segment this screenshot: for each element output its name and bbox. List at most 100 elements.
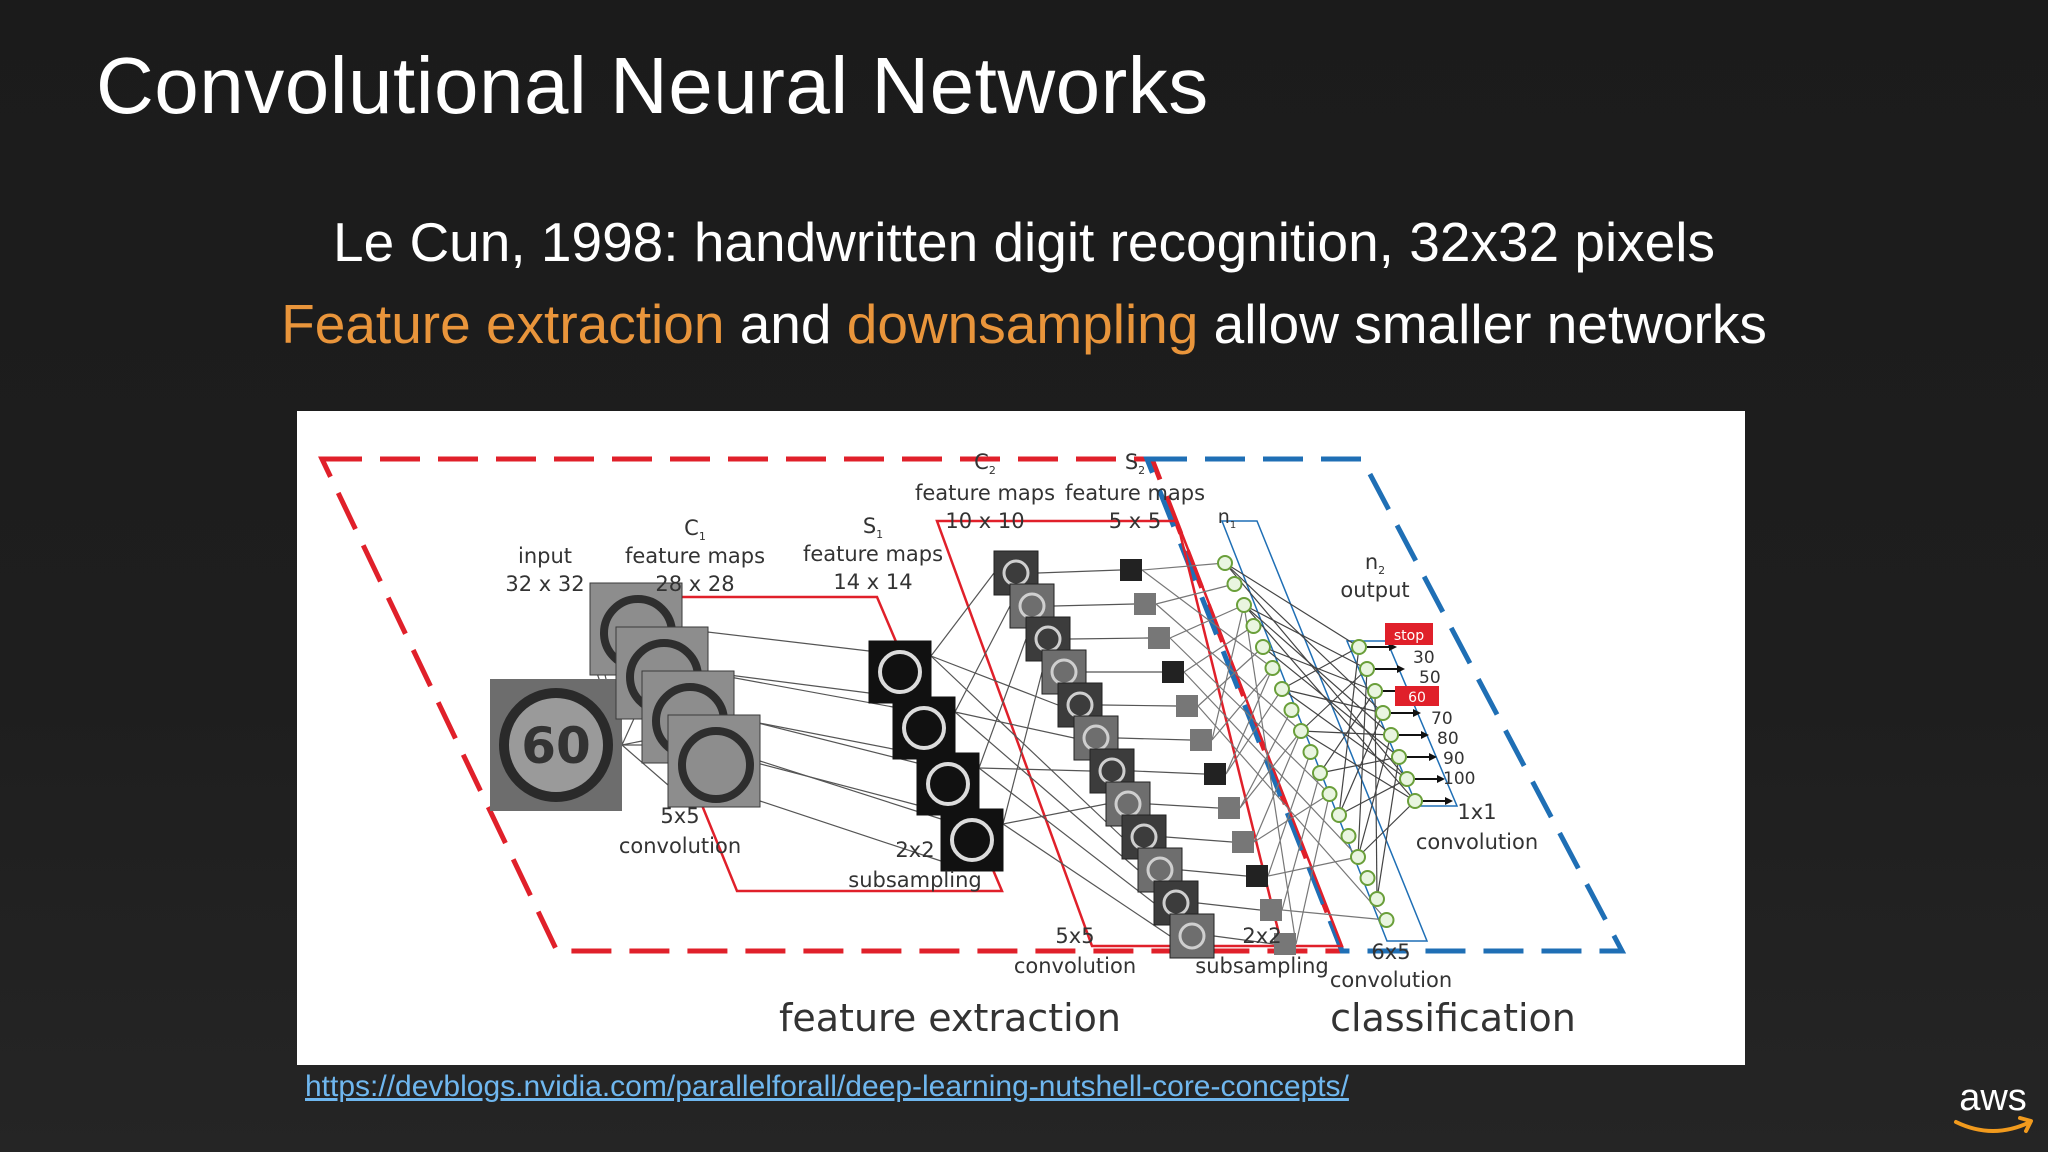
connection-line xyxy=(978,767,1155,904)
connection-line xyxy=(1197,705,1387,921)
aws-smile-icon xyxy=(1954,1120,2032,1133)
c2-feature-maps xyxy=(993,550,1215,959)
s2-map xyxy=(1162,661,1184,683)
n2-neuron xyxy=(1375,705,1391,721)
n2-neuron xyxy=(1359,661,1375,677)
n1-neuron xyxy=(1369,891,1385,907)
s1-map-ring xyxy=(878,650,922,694)
connection-line xyxy=(1133,770,1205,775)
output-arrowhead xyxy=(1397,665,1405,673)
connection-line xyxy=(1211,667,1273,741)
op1-name: convolution xyxy=(619,834,741,858)
connection-line xyxy=(1224,562,1384,714)
source-link[interactable]: https://devblogs.nvidia.com/parallelfora… xyxy=(305,1070,1349,1103)
op6-name: convolution xyxy=(1416,830,1538,854)
feature-extraction-highlight: Feature extraction xyxy=(281,293,725,355)
connection-line xyxy=(681,628,870,652)
s1-map-ring xyxy=(902,706,946,750)
connection-line xyxy=(1069,637,1149,640)
connection-line xyxy=(1101,704,1177,707)
connection-line xyxy=(1300,668,1368,732)
output-arrowhead xyxy=(1413,709,1421,717)
subtitle-line-2: Feature extraction and downsampling allo… xyxy=(0,292,2048,356)
n1-neuron xyxy=(1274,681,1290,697)
n1-neuron xyxy=(1378,912,1395,928)
connection-line xyxy=(1037,569,1121,574)
connection-line xyxy=(1243,604,1368,670)
output-arrowhead xyxy=(1437,775,1445,783)
output-60-highlight xyxy=(1395,686,1439,706)
n1-neuron xyxy=(1359,870,1376,886)
n1-neuron xyxy=(1283,702,1300,718)
n1-neuron xyxy=(1236,597,1252,613)
s2-map xyxy=(1148,627,1170,649)
connection-line xyxy=(1281,909,1387,921)
n1-neuron xyxy=(1321,786,1338,802)
connection-line xyxy=(1357,800,1416,858)
output-stop-highlight xyxy=(1385,623,1433,645)
n1-neuron xyxy=(1312,765,1328,781)
s2-title: feature maps xyxy=(1065,481,1205,505)
connection-line xyxy=(1300,730,1416,802)
op5-size: 6x5 xyxy=(1371,940,1410,964)
connection-line xyxy=(1319,756,1400,774)
connection-line xyxy=(759,800,942,862)
connection-line xyxy=(1253,793,1330,843)
connection-line xyxy=(1117,737,1191,741)
connection-line xyxy=(1357,668,1368,858)
s2-map xyxy=(1232,831,1254,853)
s2-map xyxy=(1260,899,1282,921)
connection-line xyxy=(1281,688,1408,780)
s1-feature-maps xyxy=(868,640,1004,872)
s2-map xyxy=(1246,865,1268,887)
op5-name: convolution xyxy=(1330,968,1452,992)
connection-line xyxy=(733,756,918,806)
connection-line xyxy=(1225,667,1274,775)
output-60-label: 60 xyxy=(1408,690,1426,706)
output-label-80: 80 xyxy=(1437,729,1459,749)
c2-size: 10 x 10 xyxy=(945,509,1024,533)
op2-name: subsampling xyxy=(848,868,982,892)
connection-line xyxy=(1243,604,1416,802)
c1-size: 28 x 28 xyxy=(655,572,734,596)
downsampling-highlight: downsampling xyxy=(846,293,1199,355)
n1-neuron xyxy=(1264,660,1281,676)
subtitle-connector: and xyxy=(724,293,847,355)
connection-line xyxy=(1141,562,1226,571)
connection-line xyxy=(978,638,1027,769)
c2-symbol: C2 xyxy=(974,450,996,477)
c1-symbol: C1 xyxy=(684,516,706,543)
c2-s2-box xyxy=(935,519,1344,948)
input-image: 60 xyxy=(490,679,622,811)
connection-line xyxy=(1253,730,1302,843)
c2-map-ring xyxy=(1178,922,1206,950)
op3-name: convolution xyxy=(1014,954,1136,978)
connection-line xyxy=(621,744,669,786)
connection-line xyxy=(1213,935,1275,945)
op3-size: 5x5 xyxy=(1055,924,1094,948)
connection-line xyxy=(1211,604,1245,741)
connection-line xyxy=(1197,902,1261,911)
s2-map xyxy=(1274,933,1296,955)
connection-line xyxy=(1165,836,1233,843)
connection-line xyxy=(1281,772,1321,911)
connection-line xyxy=(930,655,1059,706)
output-stop-label: stop xyxy=(1394,628,1424,644)
connection-line xyxy=(1357,734,1392,858)
output-arrowhead xyxy=(1429,753,1437,761)
n1-neuron xyxy=(1293,723,1309,739)
connection-line xyxy=(1239,709,1293,809)
output-arrowhead xyxy=(1445,797,1453,805)
connection-line xyxy=(954,605,1011,713)
n1-neuron xyxy=(1302,744,1319,760)
n1-neurons xyxy=(1217,555,1395,928)
feature-extraction-label: feature extraction xyxy=(779,996,1121,1040)
connection-line xyxy=(930,572,995,657)
connection-line xyxy=(1376,756,1400,900)
connection-line xyxy=(1224,562,1360,648)
n2-symbol: n2 xyxy=(1365,550,1385,577)
connection-line xyxy=(1374,690,1378,900)
n1-symbol: n1 xyxy=(1218,506,1236,531)
op1-size: 5x5 xyxy=(660,804,699,828)
connection-line xyxy=(1281,646,1360,690)
